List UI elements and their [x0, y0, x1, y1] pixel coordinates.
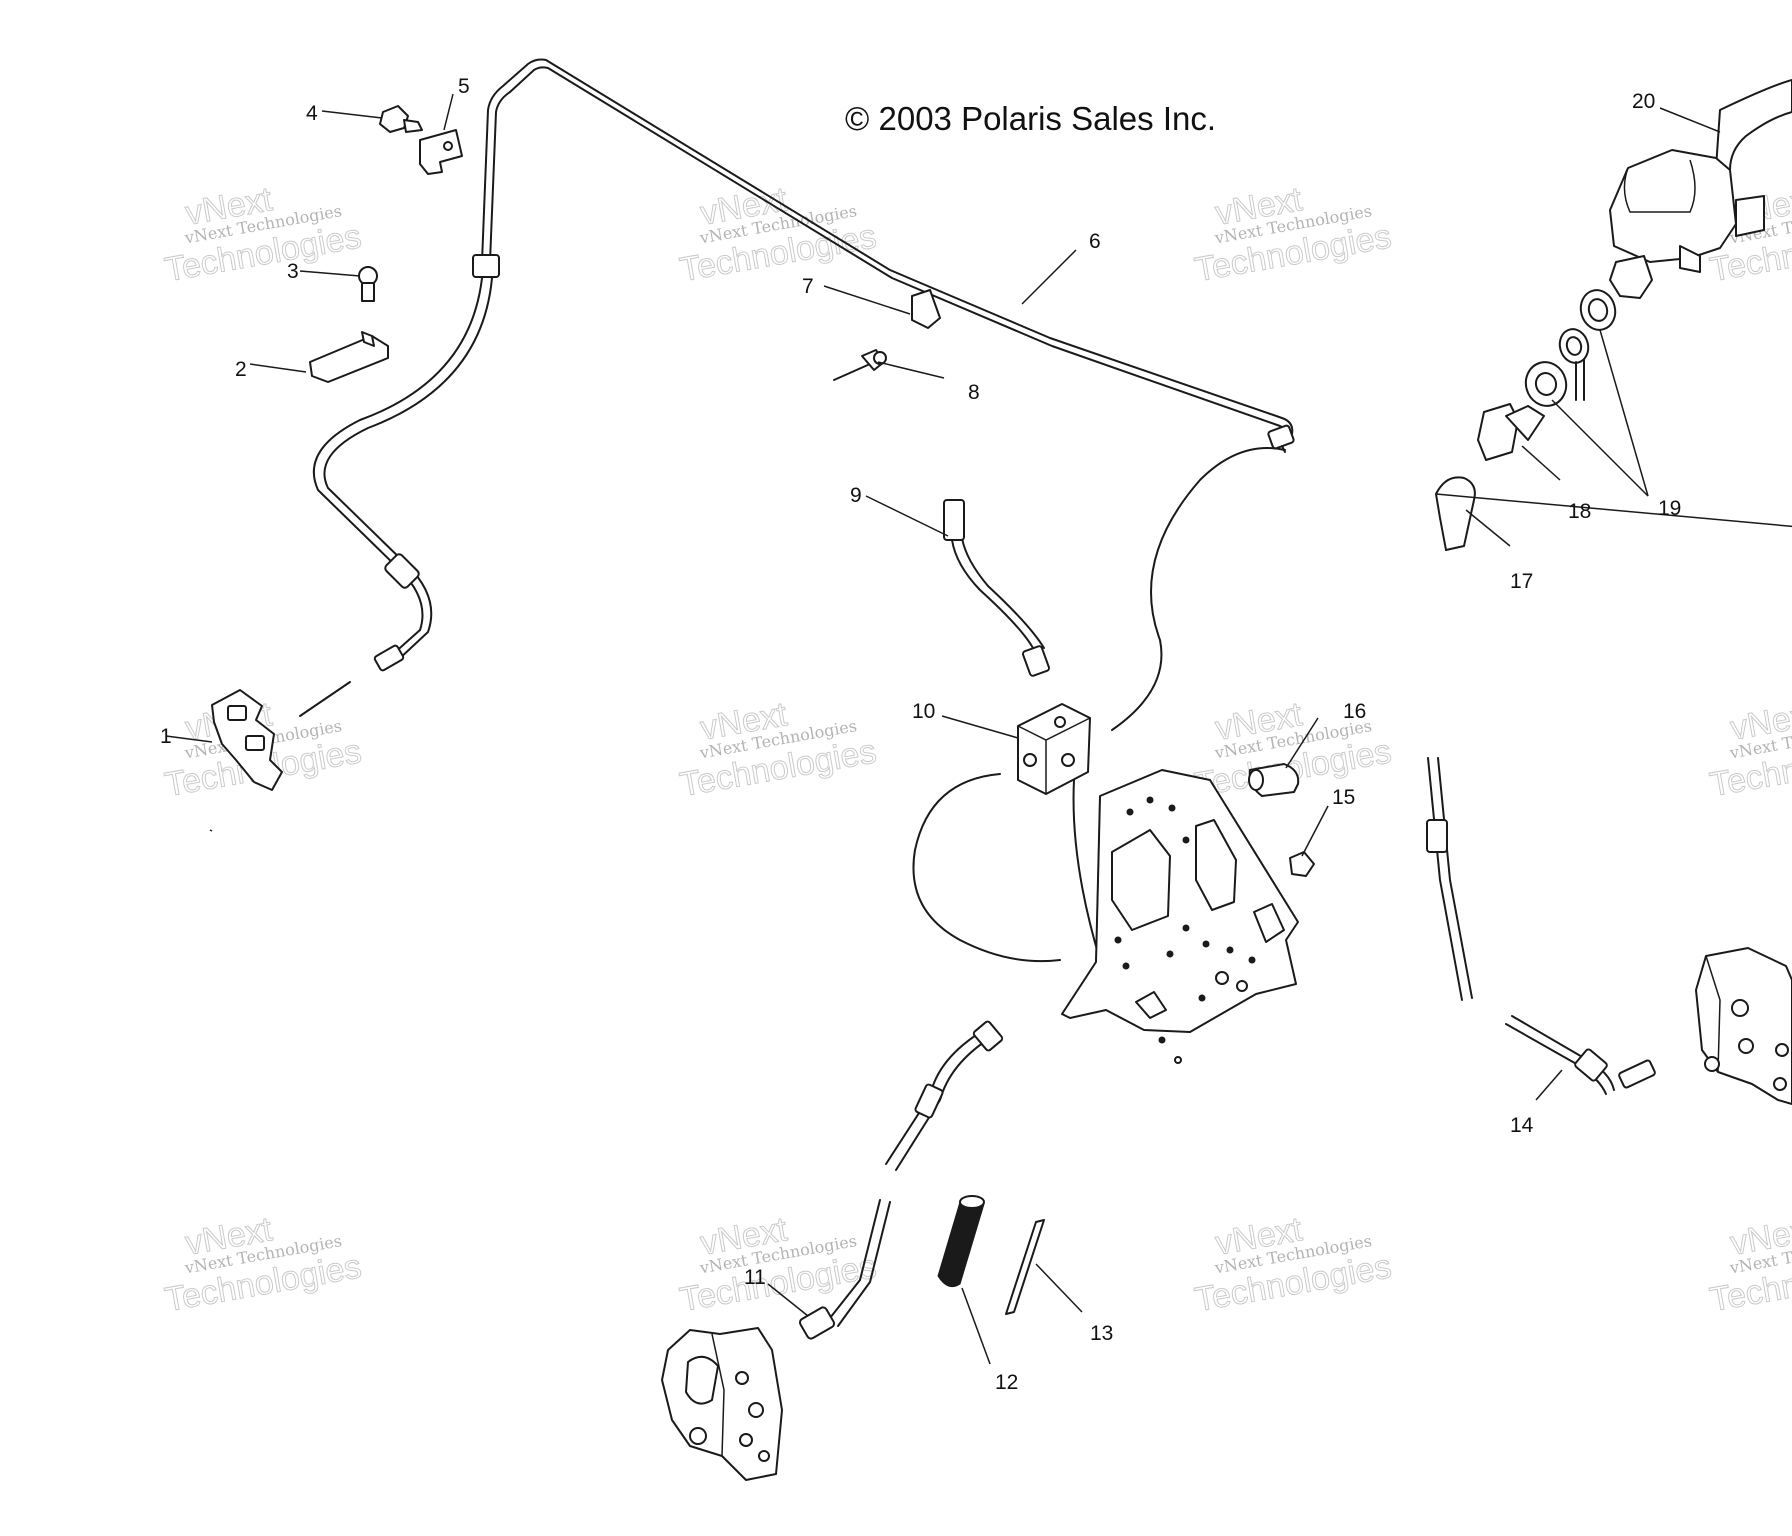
watermark-3: vNext vNext Technologies Technologies	[1192, 180, 1395, 290]
part-7-clamp	[911, 289, 941, 329]
part-16-cap	[1248, 763, 1300, 797]
copyright-text: © 2003 Polaris Sales Inc.	[845, 100, 1216, 137]
part-20-master-cylinder	[1609, 79, 1792, 299]
line-fitting-right	[1267, 424, 1295, 450]
caliper-right	[1695, 947, 1792, 1105]
part-8-rivet	[833, 349, 887, 381]
part-18-banjo-bolt	[1477, 403, 1545, 461]
part-4-screw	[379, 105, 423, 133]
callout-16: 16	[1343, 700, 1366, 723]
brake-line-6	[472, 58, 1295, 450]
part-9-line	[943, 499, 1050, 677]
hose-loops	[912, 445, 1286, 963]
watermark-11: vNext vNext Technologies Technologies	[1192, 1210, 1395, 1320]
callout-4: 4	[306, 102, 318, 125]
callout-1: 1	[160, 725, 172, 748]
callout-3: 3	[287, 260, 299, 283]
callout-17: 17	[1510, 570, 1533, 593]
plate-cutout-right	[1195, 819, 1237, 911]
callout-6: 6	[1089, 230, 1101, 253]
part-12-sleeve	[937, 1195, 985, 1288]
callout-10: 10	[912, 700, 935, 723]
part-13-tie	[1005, 1219, 1045, 1315]
callout-2: 2	[235, 358, 247, 381]
callout-13: 13	[1090, 1322, 1113, 1345]
plate-cutout-left	[1111, 829, 1171, 931]
callout-9: 9	[850, 484, 862, 507]
callout-7: 7	[802, 275, 814, 298]
callout-19: 19	[1658, 497, 1681, 520]
hose-dashed-leader	[299, 681, 351, 717]
watermark-8: vNext vNext Technologies Technologies	[1707, 695, 1792, 805]
watermark-12: vNext vNext Technologies Technologies	[1707, 1210, 1792, 1320]
watermark-2: vNext vNext Technologies Technologies	[677, 180, 880, 290]
part-10-junction-block	[1017, 703, 1091, 795]
part-1-valve	[209, 689, 283, 832]
line-9-fitting-bottom	[1022, 645, 1050, 677]
callout-15: 15	[1332, 786, 1355, 809]
watermark-1: vNext vNext Technologies Technologies	[162, 180, 365, 290]
watermark-9: vNext vNext Technologies Technologies	[162, 1210, 365, 1320]
mounting-plate	[1061, 769, 1299, 1064]
part-17-cap	[1435, 476, 1476, 551]
watermark-10: vNext vNext Technologies Technologies	[677, 1210, 880, 1320]
callout-18: 18	[1568, 500, 1591, 523]
line-9-fitting-top	[943, 499, 965, 541]
part-2-clip	[309, 331, 389, 383]
callout-11: 11	[744, 1266, 766, 1289]
part-15-fitting	[1289, 851, 1315, 877]
hose-end-fitting	[373, 644, 405, 672]
watermark-6: vNext vNext Technologies Technologies	[677, 695, 880, 805]
brake-hose-left	[299, 277, 493, 717]
leader-lines	[165, 93, 1792, 1365]
caliper-left	[661, 1327, 783, 1481]
part-19-washers	[1524, 289, 1617, 407]
callout-14: 14	[1510, 1114, 1534, 1137]
callout-5: 5	[458, 75, 470, 98]
hose-11	[798, 1020, 1004, 1340]
watermarks: vNext vNext Technologies Technologies vN…	[162, 180, 1792, 1320]
line-fitting-upper	[472, 254, 500, 278]
part-5-clamp	[419, 129, 463, 175]
part-3-bolt	[358, 266, 378, 302]
callout-8: 8	[968, 381, 980, 404]
callout-12: 12	[995, 1371, 1018, 1394]
callout-numbers: 1 2 3 4 5 6 7 8 9 10 11 12 13 14 15 16 1…	[160, 75, 1681, 1394]
hose-14	[1426, 757, 1656, 1095]
callout-20: 20	[1632, 90, 1655, 113]
hose-ferrule	[384, 553, 420, 589]
